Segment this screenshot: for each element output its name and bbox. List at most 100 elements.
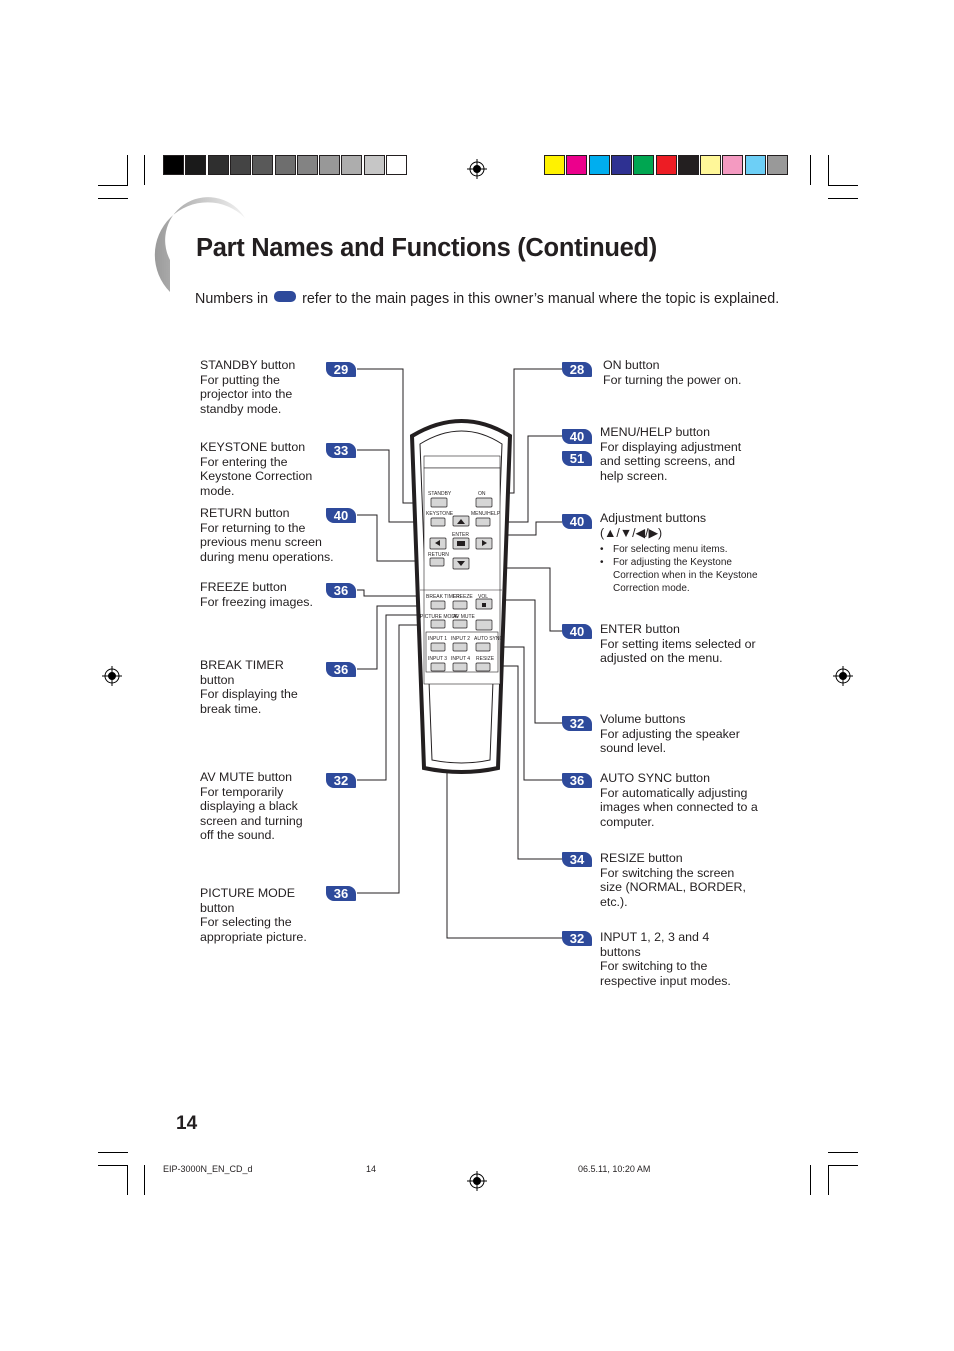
crop-mark — [98, 185, 128, 186]
registration-mark — [833, 666, 853, 686]
keystone-name: KEYSTONE button — [200, 440, 306, 454]
svg-text:VOL: VOL — [478, 594, 488, 600]
input-text: For switching to the respective input mo… — [600, 959, 731, 988]
adjustment-desc: Adjustment buttons (▲/▼/◀/▶) For selecti… — [600, 511, 760, 595]
remote-labels: STANDBY ON KEYSTONE MENU/HELP ENTER RETU… — [420, 491, 503, 662]
standby-text: For putting the projector into the stand… — [200, 372, 293, 416]
crop-mark — [828, 185, 858, 186]
crop-mark — [810, 155, 811, 185]
gray-swatch — [319, 155, 341, 175]
page-ref-badge[interactable]: 33 — [326, 443, 356, 458]
list-item: For selecting menu items. — [600, 543, 760, 556]
page-ref-badge[interactable]: 32 — [562, 931, 592, 946]
gray-swatch — [185, 155, 207, 175]
intro-text: Numbers in refer to the main pages in th… — [195, 291, 785, 308]
resize-name: RESIZE button — [600, 851, 683, 865]
crop-mark — [810, 1165, 811, 1195]
page-ref-badge[interactable]: 36 — [326, 583, 356, 598]
color-swatch — [633, 155, 655, 175]
gray-swatch — [207, 155, 229, 175]
svg-text:INPUT 1: INPUT 1 — [428, 636, 447, 642]
page-ref-badge[interactable]: 32 — [326, 773, 356, 788]
page-title: Part Names and Functions (Continued) — [196, 234, 657, 262]
standby-desc: STANDBY button For putting the projector… — [200, 358, 318, 416]
color-swatch — [677, 155, 699, 175]
auto-sync-text: For automatically adjusting images when … — [600, 785, 758, 829]
break-timer-name: BREAK TIMER button — [200, 658, 284, 687]
volume-desc: Volume buttons For adjusting the speaker… — [600, 712, 740, 756]
keystone-desc: KEYSTONE button For entering the Keyston… — [200, 440, 325, 498]
page-ref-badge[interactable]: 40 — [326, 508, 356, 523]
picture-mode-name: PICTURE MODE button — [200, 886, 295, 915]
on-desc: ON button For turning the power on. — [603, 358, 763, 387]
resize-desc: RESIZE button For switching the screen s… — [600, 851, 750, 909]
svg-text:AV MUTE: AV MUTE — [453, 614, 476, 620]
menu-help-desc: MENU/HELP button For displaying adjustme… — [600, 425, 758, 483]
volume-text: For adjusting the speaker sound level. — [600, 726, 740, 756]
gray-swatch — [296, 155, 318, 175]
crop-mark — [828, 155, 829, 185]
footer-page: 14 — [366, 1164, 377, 1174]
on-name: ON button — [603, 358, 660, 372]
page-ref-badge[interactable]: 34 — [562, 852, 592, 867]
page-ref-badge[interactable]: 40 — [562, 429, 592, 444]
page-ref-badge[interactable]: 36 — [562, 773, 592, 788]
input-name: INPUT 1, 2, 3 and 4 buttons — [600, 930, 710, 959]
crop-mark — [828, 1165, 829, 1195]
input-desc: INPUT 1, 2, 3 and 4 buttons For switchin… — [600, 930, 748, 988]
svg-text:AUTO SYNC: AUTO SYNC — [474, 636, 503, 642]
page-ref-badge[interactable]: 40 — [562, 514, 592, 529]
crop-mark — [98, 198, 128, 199]
adjustment-bullets: For selecting menu items. For adjusting … — [600, 543, 760, 595]
registration-mark — [467, 159, 487, 179]
svg-text:PICTURE MODE: PICTURE MODE — [420, 614, 459, 620]
page-number: 14 — [176, 1113, 198, 1134]
color-swatch — [767, 155, 788, 175]
svg-text:BREAK TIMER: BREAK TIMER — [426, 594, 460, 600]
auto-sync-name: AUTO SYNC button — [600, 771, 710, 785]
svg-text:INPUT 4: INPUT 4 — [451, 656, 470, 662]
svg-text:ENTER: ENTER — [452, 532, 469, 538]
page-ref-badge[interactable]: 32 — [562, 716, 592, 731]
color-swatch — [700, 155, 722, 175]
svg-text:KEYSTONE: KEYSTONE — [426, 511, 454, 517]
page-ref-badge[interactable]: 29 — [326, 362, 356, 377]
picture-mode-desc: PICTURE MODE button For selecting the ap… — [200, 886, 318, 944]
color-swatch — [566, 155, 588, 175]
list-item: For adjusting the Keystone Correction wh… — [600, 556, 760, 595]
break-timer-text: For displaying the break time. — [200, 687, 298, 716]
keystone-text: For entering the Keystone Correction mod… — [200, 454, 313, 498]
intro-after: refer to the main pages in this owner’s … — [302, 291, 780, 307]
svg-text:ON: ON — [478, 491, 486, 497]
crop-mark — [127, 1165, 128, 1195]
enter-name: ENTER button — [600, 622, 680, 636]
freeze-name: FREEZE button — [200, 580, 287, 594]
page-ref-badge[interactable]: 40 — [562, 624, 592, 639]
svg-text:RETURN: RETURN — [428, 552, 449, 558]
crop-mark — [828, 1165, 858, 1166]
freeze-desc: FREEZE button For freezing images. — [200, 580, 325, 609]
gray-swatch — [274, 155, 296, 175]
break-timer-desc: BREAK TIMER button For displaying the br… — [200, 658, 310, 716]
return-text: For returning to the previous menu scree… — [200, 520, 334, 564]
crop-mark — [828, 198, 858, 199]
page-ref-badge[interactable]: 36 — [326, 662, 356, 677]
gray-swatch — [363, 155, 385, 175]
resize-text: For switching the screen size (NORMAL, B… — [600, 865, 746, 909]
auto-sync-desc: AUTO SYNC button For automatically adjus… — [600, 771, 760, 829]
crop-mark — [828, 1152, 858, 1153]
on-text: For turning the power on. — [603, 372, 742, 387]
enter-desc: ENTER button For setting items selected … — [600, 622, 758, 666]
page-ref-badge[interactable]: 28 — [562, 362, 592, 377]
page-ref-badge[interactable]: 36 — [326, 886, 356, 901]
adjustment-name: Adjustment buttons (▲/▼/◀/▶) — [600, 511, 707, 540]
gray-swatch — [229, 155, 251, 175]
registration-mark — [102, 666, 122, 686]
footer-date: 06.5.11, 10:20 AM — [578, 1164, 651, 1174]
color-swatch — [744, 155, 766, 175]
gray-swatch — [163, 155, 184, 175]
page-ref-badge[interactable]: 51 — [562, 451, 592, 466]
crop-mark — [98, 1165, 128, 1166]
svg-text:MENU/HELP: MENU/HELP — [471, 511, 501, 517]
